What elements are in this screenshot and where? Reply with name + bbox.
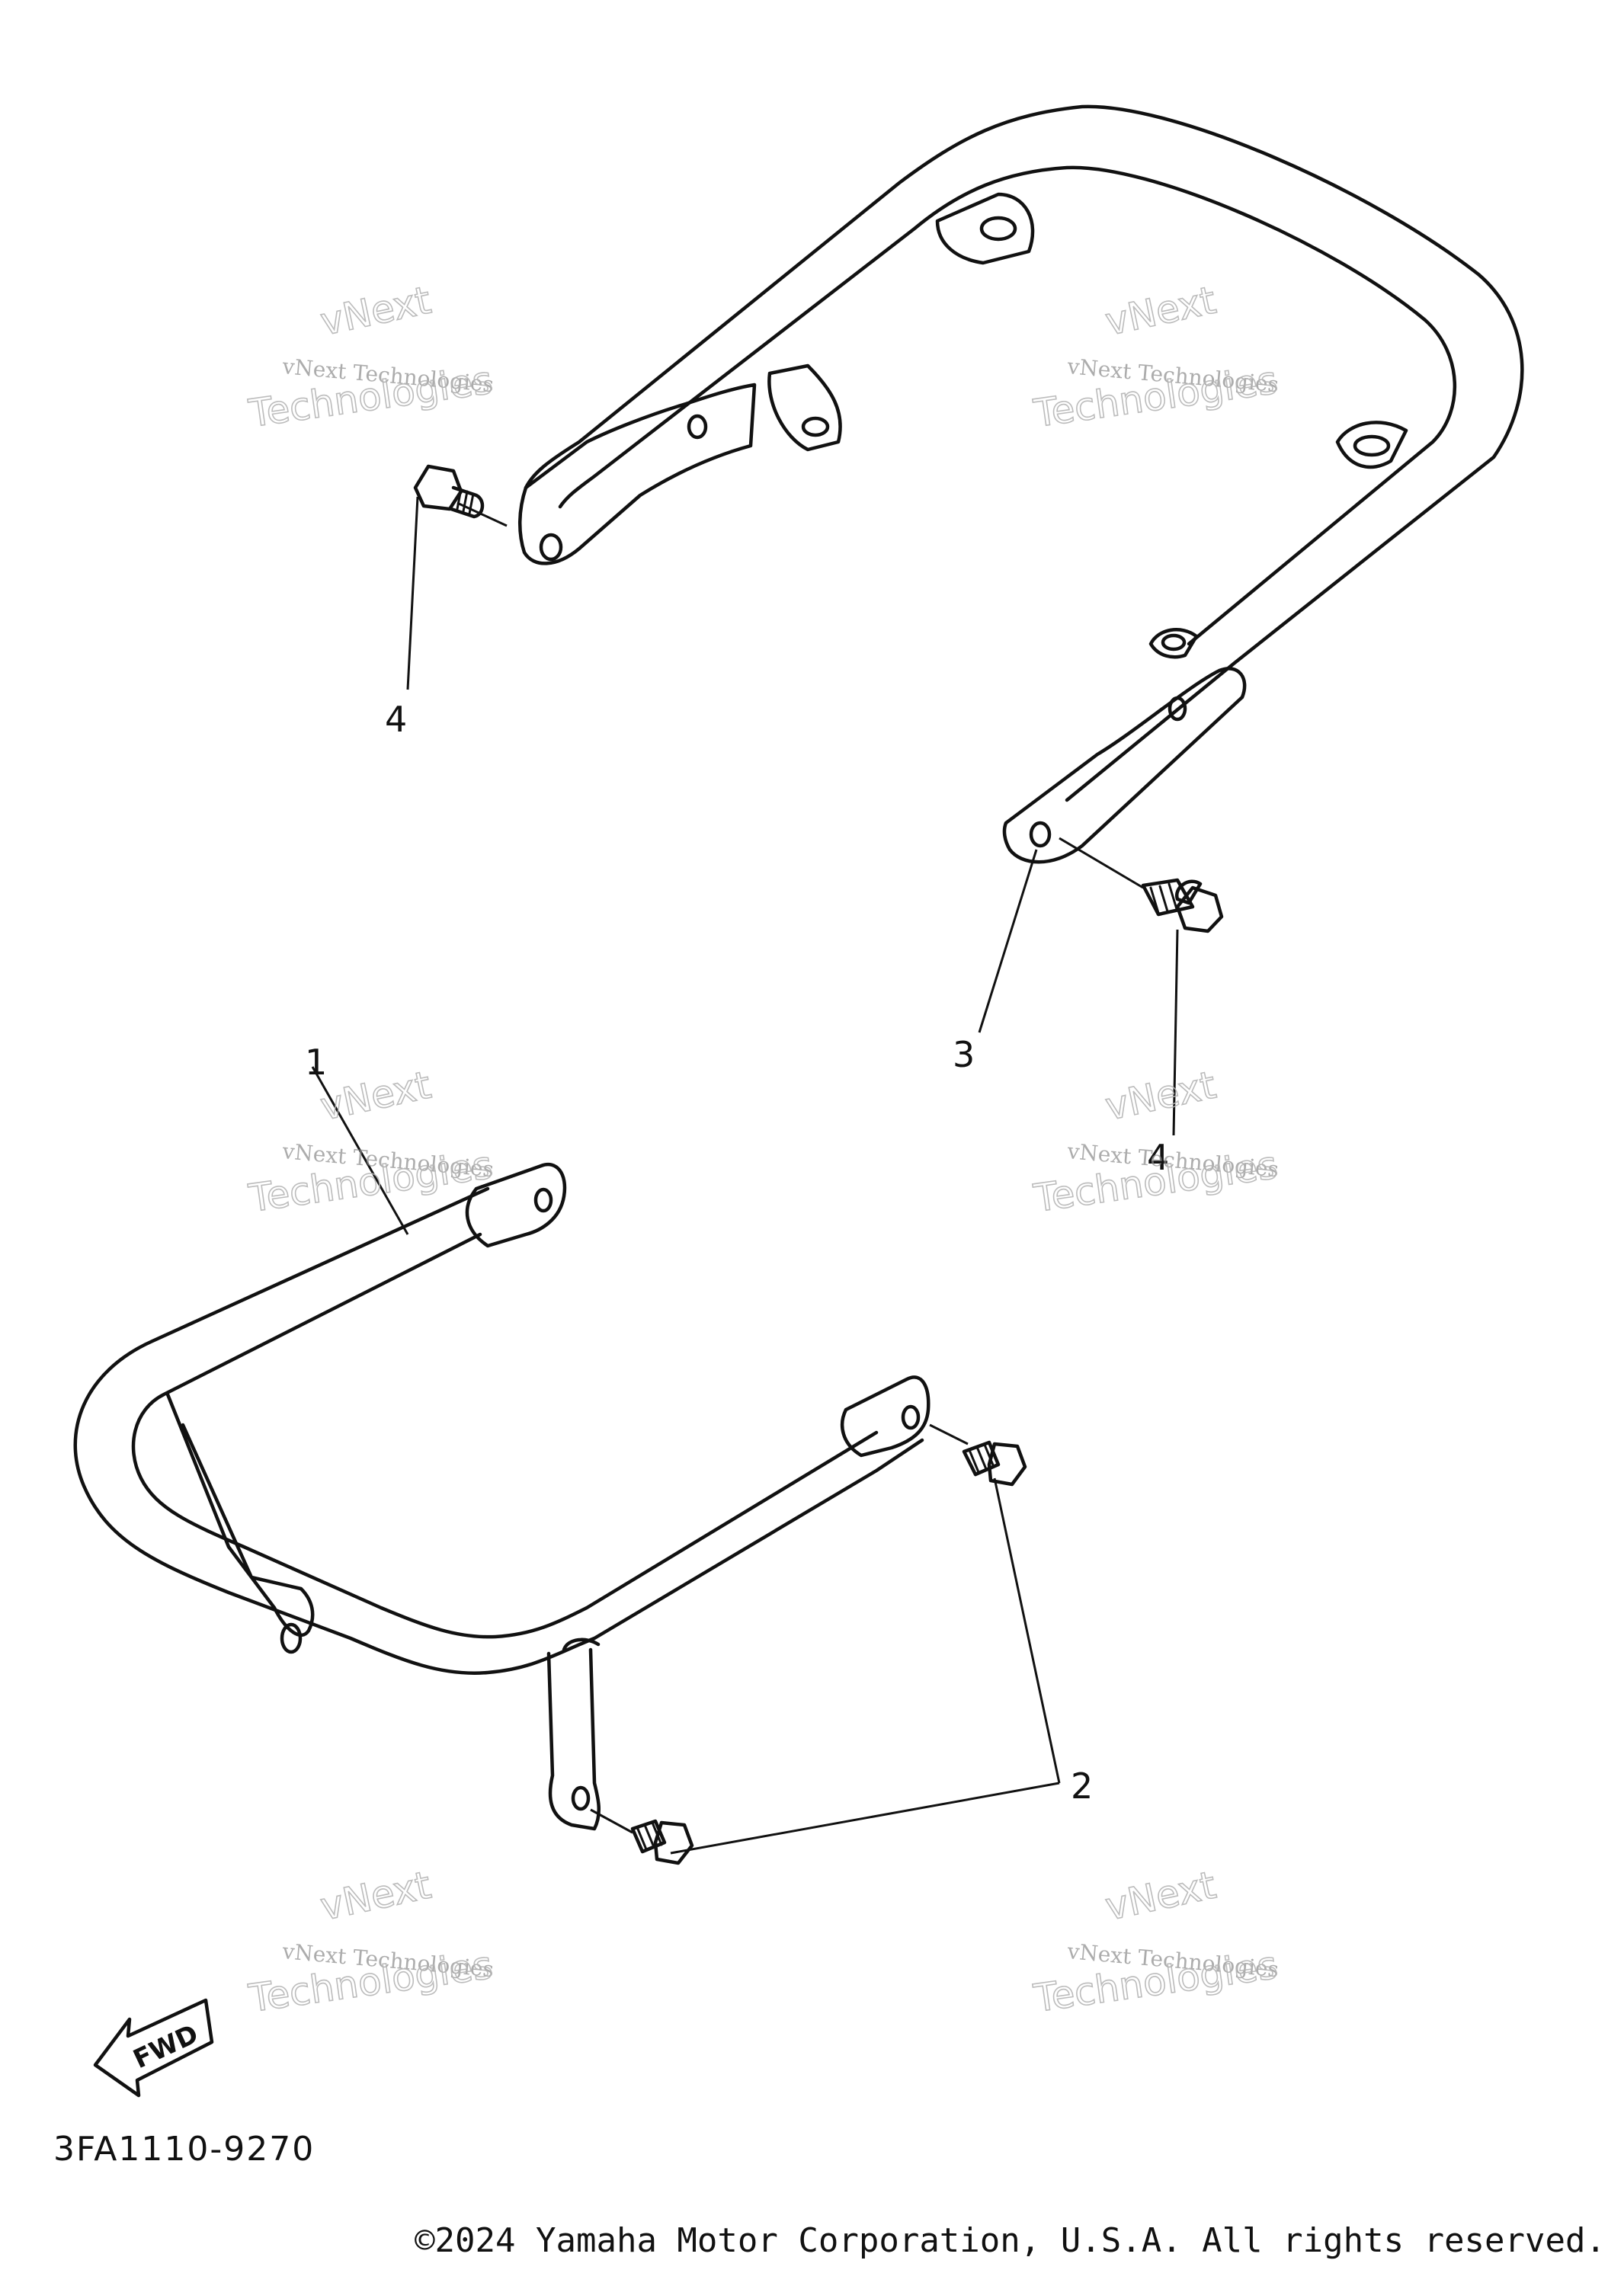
bolt-lower-right [962,1440,1027,1487]
watermark-bottom-right: vNext vNext Technologies Technologies [1030,1862,1281,2022]
svg-text:vNext: vNext [316,1063,434,1129]
watermark-top-left: vNext vNext Technologies Technologies [245,277,496,437]
callout-4-upper: 4 [385,699,407,740]
svg-text:vNext: vNext [1101,1863,1219,1929]
diagram-part-code: 3FA1110-9270 [53,2130,316,2169]
bolt-upper-right [1141,878,1224,933]
watermark-top-right: vNext vNext Technologies Technologies [1030,277,1281,437]
callout-3: 3 [953,1034,975,1075]
bolt-upper-left [413,464,485,519]
callout-2: 2 [1071,1766,1093,1807]
svg-text:vNext: vNext [1101,278,1219,344]
watermark-bottom-left: vNext vNext Technologies Technologies [245,1862,496,2022]
leader-lines [311,496,1179,1855]
rear-grab-bar [518,104,1524,864]
fwd-arrow-icon: FWD [93,1998,214,2098]
svg-text:vNext: vNext [1101,1063,1219,1129]
bolt-lower-left [630,1819,694,1865]
copyright-notice: ©2024 Yamaha Motor Corporation, U.S.A. A… [415,2221,1606,2260]
svg-text:vNext: vNext [316,278,434,344]
watermark-middle-left: vNext vNext Technologies Technologies [245,1062,496,1221]
callout-4-lower: 4 [1147,1137,1169,1178]
front-guard-bar [73,1163,931,1831]
callout-1: 1 [305,1042,327,1083]
svg-text:vNext: vNext [316,1863,434,1929]
